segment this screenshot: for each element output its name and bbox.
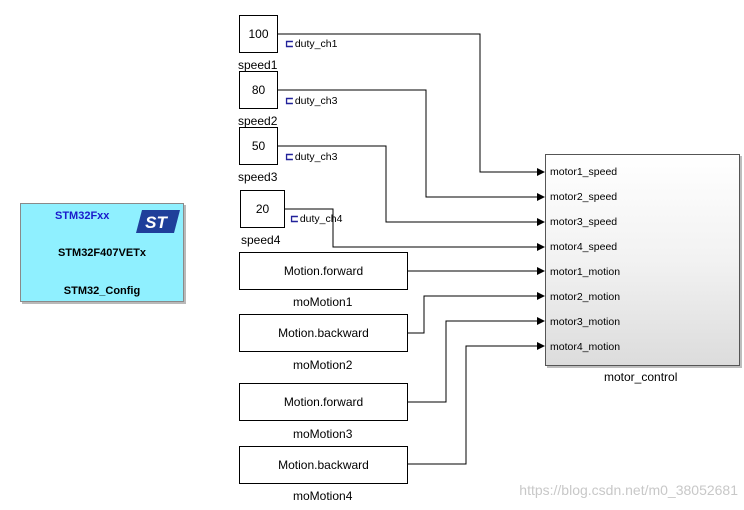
speed4-signal-name: duty_ch4 [299, 213, 343, 225]
speed1-label: speed1 [238, 58, 278, 72]
motion2-constant-block[interactable]: Motion.backward [239, 314, 408, 352]
signal-tag-icon: ⊏ [285, 151, 294, 163]
port-motor3-speed[interactable]: motor3_speed [550, 216, 618, 228]
watermark: https://blog.csdn.net/m0_38052681 [519, 482, 738, 498]
signal-tag-icon: ⊏ [285, 95, 294, 107]
stm32-config-name: STM32_Config [63, 285, 141, 297]
speed1-value: 100 [248, 27, 269, 41]
speed4-value: 20 [255, 202, 270, 216]
wire-speed3[interactable] [278, 145, 545, 226]
wire-speed2[interactable] [278, 89, 545, 201]
port-motor2-speed[interactable]: motor2_speed [550, 191, 618, 203]
speed4-label: speed4 [241, 233, 281, 247]
port-motor3-motion[interactable]: motor3_motion [550, 316, 621, 328]
motion4-value: Motion.backward [278, 458, 369, 472]
motion3-label: moMotion3 [293, 427, 353, 441]
speed1-constant-block[interactable]: 100 [239, 15, 278, 53]
speed3-signal-name: duty_ch3 [294, 151, 338, 163]
speed4-constant-block[interactable]: 20 [240, 190, 285, 228]
wire-speed4[interactable] [285, 208, 545, 251]
port-motor4-motion[interactable]: motor4_motion [550, 341, 621, 353]
wire-motion3[interactable] [408, 317, 545, 403]
motion3-constant-block[interactable]: Motion.forward [239, 383, 408, 421]
speed2-label: speed2 [238, 114, 278, 128]
st-logo-icon: ST [136, 210, 180, 233]
speed2-signal: ⊏duty_ch3 [285, 95, 337, 107]
motion1-constant-block[interactable]: Motion.forward [239, 252, 408, 290]
signal-tag-icon: ⊏ [285, 38, 294, 50]
speed3-label: speed3 [238, 170, 278, 184]
port-motor1-motion[interactable]: motor1_motion [550, 266, 621, 278]
wire-motion2[interactable] [408, 292, 545, 334]
speed3-value: 50 [251, 139, 266, 153]
stm32-config-block[interactable]: STM32Fxx ST STM32F407VETx STM32_Config [20, 203, 184, 302]
motion2-label: moMotion2 [293, 358, 353, 372]
wire-speed1[interactable] [278, 33, 545, 176]
speed4-signal: ⊏duty_ch4 [290, 213, 342, 225]
wire-motion4[interactable] [408, 342, 545, 465]
speed1-signal-name: duty_ch1 [294, 38, 338, 50]
motion1-value: Motion.forward [283, 264, 364, 278]
stm32-part-number: STM32F407VETx [57, 247, 147, 259]
speed2-value: 80 [251, 83, 266, 97]
signal-tag-icon: ⊏ [290, 213, 299, 225]
speed2-constant-block[interactable]: 80 [239, 71, 278, 109]
motor-control-subsystem[interactable]: motor1_speed motor2_speed motor3_speed m… [545, 154, 740, 366]
speed2-signal-name: duty_ch3 [294, 95, 338, 107]
port-motor1-speed[interactable]: motor1_speed [550, 166, 618, 178]
motion2-value: Motion.backward [278, 326, 369, 340]
speed3-constant-block[interactable]: 50 [239, 127, 278, 165]
speed1-signal: ⊏duty_ch1 [285, 38, 337, 50]
motion3-value: Motion.forward [283, 395, 364, 409]
port-motor4-speed[interactable]: motor4_speed [550, 241, 618, 253]
motion4-constant-block[interactable]: Motion.backward [239, 446, 408, 484]
port-motor2-motion[interactable]: motor2_motion [550, 291, 621, 303]
speed3-signal: ⊏duty_ch3 [285, 151, 337, 163]
motion1-label: moMotion1 [293, 295, 353, 309]
svg-text:ST: ST [145, 213, 168, 232]
motor-control-label: motor_control [604, 370, 678, 384]
stm32-family-label: STM32Fxx [55, 210, 110, 222]
motion4-label: moMotion4 [293, 489, 353, 503]
